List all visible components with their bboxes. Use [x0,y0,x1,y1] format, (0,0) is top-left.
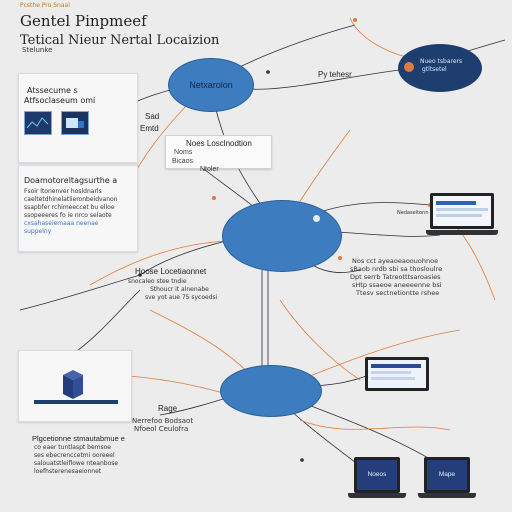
bottom-left-line-1: co eaer tuntlaspt bemsoe [34,444,111,451]
bottom-center-line-1: Nerrefoo Bodsaot [132,417,194,425]
emtd-label: Emtd [140,124,159,133]
laptop-2-base [418,493,476,498]
panel-heading-1: Atssecume s [27,86,78,95]
laptop-1-label: Noeos [367,471,387,478]
middle-line-3: ssapbfer rchimeeccet bu elloe [24,204,115,211]
hose-line-3: sve yot aue 75 sycoedsi [145,294,218,301]
middle-line-5: cxsahaseiemaaa neenae [24,220,99,227]
bottom-left-panel [18,350,132,422]
monitor-bar-1 [436,201,476,205]
cube-base [34,400,118,404]
thumbnail-chart-1 [24,111,52,135]
monitor-caption: Nedaseitonn [397,210,429,216]
laptop-2[interactable]: Mape [424,457,470,493]
monitor-bar-3 [436,214,482,217]
node-top-right-ellipse[interactable]: Nueo tsbarers gtltsetel [398,44,482,92]
node-top-right-line-1: Nueo tsbarers [420,58,463,65]
monitor-right-base [426,230,498,235]
hose-title: Hoose Locetiaonnet [135,267,207,276]
hose-line-2: Sthoucr it alnenabe [150,286,209,293]
bottom-left-title: Plgcetionne stmautabmue e [32,434,125,443]
noes-title: Noes Losclnodtion [186,139,252,148]
cube-icon [57,369,89,403]
node-center-dot-icon [313,215,320,222]
header-title: Gentel Pinpmeef [20,12,147,30]
monitor-middle-bar-2 [371,371,411,374]
bottom-left-line-2: ses ebecrenccetmi ooreeel [34,452,115,459]
monitor-right[interactable] [430,193,494,229]
noes-line-2: Bicaos [172,158,194,165]
right-text-5: Ttesv sectnetiontte rshee [356,289,440,297]
header-caption: Stelunke [22,46,53,54]
middle-line-4: ssopeeeres fo ie nrco selaote [24,212,112,219]
node-bottom-ellipse[interactable] [220,365,322,417]
node-top-ellipse[interactable]: Netxarolon [168,58,254,112]
monitor-middle-bar-1 [371,364,421,368]
noes-line-1: Noms [174,149,193,156]
node-indicator-icon [404,62,414,72]
hose-line-1: snocaleo stee tndie [128,278,187,285]
right-text-1: Nos cct ayeaoeaoouohnoe [352,257,439,265]
laptop-2-label: Mape [438,471,456,478]
right-text-4: sHtp ssaeoe aneeeenne bsi [352,281,442,289]
laptop-1-base [348,493,406,498]
right-text-2: sBaob nrdb sbi sa thosloulre [350,265,443,273]
node-top-right-line-2: gtltsetel [422,66,447,73]
monitor-middle-bar-3 [371,377,415,380]
middle-line-2: caeltetdhinelatlieronbeidvanon [24,196,118,203]
node-top-label: Netxarolon [189,80,233,90]
right-text-3: Dpt serrb Tatreotttsaroasies [350,273,441,281]
node-center-ellipse[interactable] [222,200,342,272]
monitor-middle[interactable] [365,357,429,391]
bottom-left-line-4: loefhsterenesaeionnet [34,468,102,475]
middle-left-panel: Doamotoreltagsurthe a Fsoir ltonenver ho… [18,165,138,252]
middle-panel-title: Doamotoreltagsurthe a [24,176,118,185]
python-label: Py tehesr [318,70,352,79]
monitor-bar-2 [436,208,488,211]
ntoler-label: Ntoler [200,166,219,173]
top-left-panel: Atssecume s Atfsoclaseum omi [18,73,138,163]
laptop-1[interactable]: Noeos [354,457,400,493]
noes-location-box[interactable]: Noes Losclnodtion Noms Bicaos [165,135,272,169]
middle-line-1: Fsoir ltonenver hosldnarls [24,188,102,195]
sad-label: Sad [145,112,160,121]
bottom-left-line-3: salouatstleiflowe nteanbose [34,460,119,467]
range-label: Rage [158,404,178,413]
thumbnail-chart-2 [61,111,89,135]
panel-heading-2: Atfsoclaseum omi [24,96,96,105]
header-subtitle: Tetical Nieur Nertal Locaizion [20,33,220,48]
header-kicker: Pcsthe Pro Snaal [20,2,70,9]
bottom-center-line-2: Nfoeol Ceulofra [134,425,189,433]
middle-link[interactable]: suppelny [24,228,52,235]
